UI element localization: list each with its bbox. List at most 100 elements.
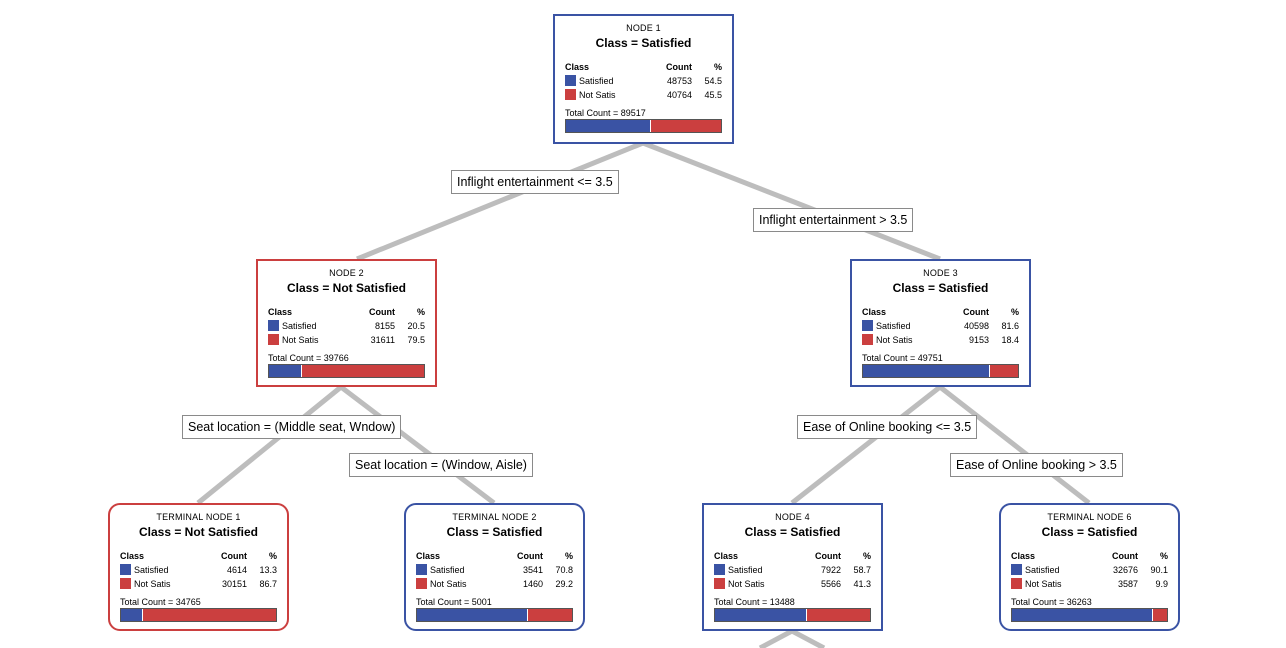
not-satisfied-label: Not Satis [134, 579, 171, 589]
satisfied-bar-segment [715, 609, 806, 621]
satisfied-count: 48753 [666, 76, 692, 86]
not-satisfied-swatch [416, 578, 427, 590]
header-class: Class [120, 551, 145, 561]
header-count: Count [666, 62, 692, 72]
header-class: Class [862, 307, 887, 317]
edge-n1-n2 [356, 140, 644, 262]
satisfied-swatch [862, 320, 873, 332]
row-not-satisfied: Not Satis 30151 86.7 [120, 577, 277, 591]
not-satisfied-pct: 86.7 [259, 579, 277, 589]
satisfied-bar-segment [269, 365, 301, 377]
row-satisfied: Satisfied 3541 70.8 [416, 563, 573, 577]
not-satisfied-label: Not Satis [282, 335, 319, 345]
class-proportion-bar [120, 608, 277, 622]
header-pct: % [862, 551, 871, 561]
header-class: Class [1011, 551, 1036, 561]
total-count: Total Count = 39766 [268, 353, 349, 363]
satisfied-swatch [120, 564, 131, 576]
header-count: Count [517, 551, 543, 561]
header-class: Class [416, 551, 441, 561]
edge-n2-t2 [339, 385, 496, 505]
satisfied-bar-segment [417, 609, 527, 621]
not-satisfied-count: 40764 [666, 90, 692, 100]
class-proportion-bar [714, 608, 871, 622]
edge-n2-t1 [196, 385, 343, 505]
not-satisfied-swatch [565, 89, 576, 101]
node-class-label: Class = Satisfied [446, 525, 543, 539]
not-satisfied-bar-segment [141, 609, 276, 621]
node-class-label: Class = Not Satisfied [138, 525, 259, 539]
split-label-inflight-le: Inflight entertainment <= 3.5 [451, 170, 619, 194]
not-satisfied-bar-segment [650, 120, 721, 132]
total-count: Total Count = 36263 [1011, 597, 1092, 607]
satisfied-bar-segment [121, 609, 142, 621]
row-satisfied: Satisfied 32676 90.1 [1011, 563, 1168, 577]
satisfied-bar-segment [863, 365, 990, 377]
satisfied-count: 4614 [226, 565, 247, 575]
satisfied-pct: 81.6 [1001, 321, 1019, 331]
satisfied-count: 40598 [963, 321, 989, 331]
satisfied-count: 3541 [522, 565, 543, 575]
header-count: Count [1112, 551, 1138, 561]
edge-n3-t6 [938, 385, 1091, 505]
not-satisfied-label: Not Satis [1025, 579, 1062, 589]
not-satisfied-label: Not Satis [728, 579, 765, 589]
header-pct: % [416, 307, 425, 317]
not-satisfied-label: Not Satis [876, 335, 913, 345]
node-title: TERMINAL NODE 6 [1047, 512, 1132, 522]
not-satisfied-swatch [1011, 578, 1022, 590]
not-satisfied-label: Not Satis [430, 579, 467, 589]
class-proportion-bar [1011, 608, 1168, 622]
satisfied-pct: 70.8 [555, 565, 573, 575]
node-class-label: Class = Satisfied [595, 36, 692, 50]
class-table: Class Count% Satisfied 32676 90.1 Not Satis… [1011, 549, 1168, 591]
split-label-booking-le: Ease of Online booking <= 3.5 [797, 415, 978, 439]
class-proportion-bar [416, 608, 573, 622]
split-label-booking-gt: Ease of Online booking > 3.5 [950, 453, 1123, 477]
satisfied-pct: 13.3 [259, 565, 277, 575]
node-title: NODE 3 [923, 268, 958, 278]
header-class: Class [565, 62, 590, 72]
satisfied-count: 8155 [374, 321, 395, 331]
satisfied-swatch [1011, 564, 1022, 576]
header-pct: % [1159, 551, 1168, 561]
split-label-inflight-gt: Inflight entertainment > 3.5 [753, 208, 914, 232]
satisfied-pct: 90.1 [1150, 565, 1168, 575]
split-label-seat-window-aisle: Seat location = (Window, Aisle) [349, 453, 533, 477]
class-proportion-bar [268, 364, 425, 378]
not-satisfied-label: Not Satis [579, 90, 616, 100]
node-class-label: Class = Satisfied [1041, 525, 1138, 539]
satisfied-count: 32676 [1112, 565, 1138, 575]
satisfied-swatch [268, 320, 279, 332]
total-count: Total Count = 5001 [416, 597, 492, 607]
satisfied-label: Satisfied [282, 321, 317, 331]
not-satisfied-swatch [862, 334, 873, 346]
split-label-seat-middle-window: Seat location = (Middle seat, Wndow) [182, 415, 402, 439]
header-count: Count [963, 307, 989, 317]
not-satisfied-count: 30151 [221, 579, 247, 589]
not-satisfied-swatch [268, 334, 279, 346]
header-count: Count [815, 551, 841, 561]
satisfied-bar-segment [1012, 609, 1152, 621]
header-count: Count [221, 551, 247, 561]
satisfied-pct: 58.7 [853, 565, 871, 575]
not-satisfied-pct: 29.2 [555, 579, 573, 589]
not-satisfied-pct: 9.9 [1155, 579, 1168, 589]
satisfied-label: Satisfied [430, 565, 465, 575]
satisfied-swatch [416, 564, 427, 576]
total-count: Total Count = 13488 [714, 597, 795, 607]
satisfied-count: 7922 [820, 565, 841, 575]
satisfied-label: Satisfied [579, 76, 614, 86]
satisfied-label: Satisfied [1025, 565, 1060, 575]
